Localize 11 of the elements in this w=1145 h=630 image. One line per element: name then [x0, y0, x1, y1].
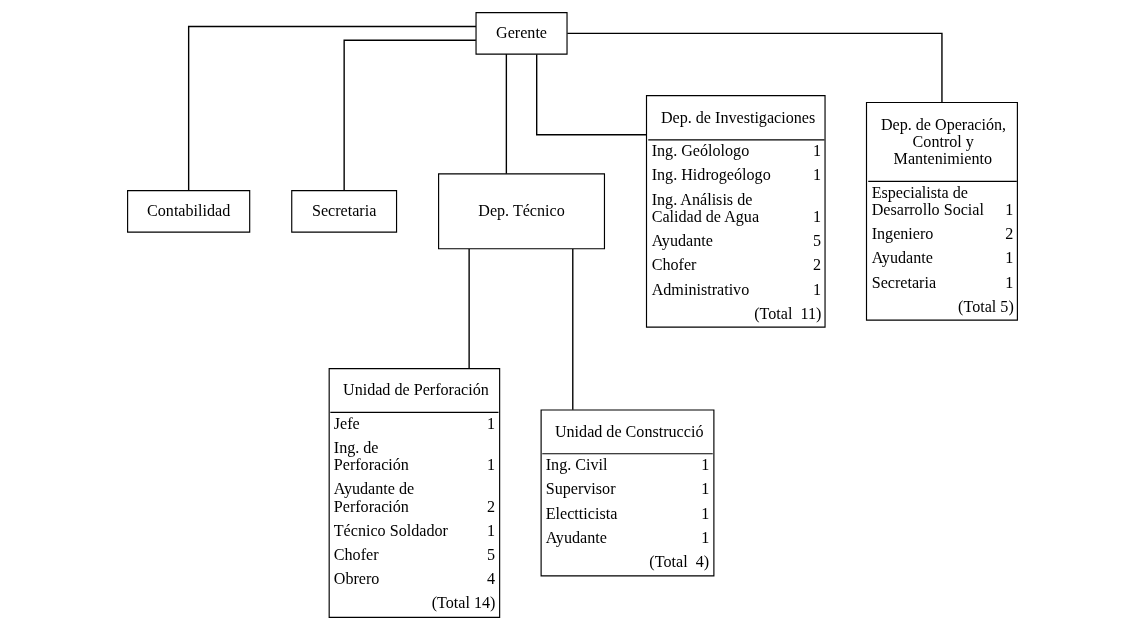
node-box: Contabilidad	[127, 190, 251, 233]
node-box: Secretaria	[291, 190, 398, 233]
connector	[536, 53, 648, 136]
connector	[572, 248, 574, 411]
connector	[468, 248, 470, 370]
connector	[187, 25, 477, 192]
node-box: Dep. Técnico	[438, 173, 606, 250]
node-box: Gerente	[475, 12, 568, 55]
connector	[505, 53, 508, 175]
connector	[566, 32, 943, 103]
connector	[343, 39, 477, 192]
